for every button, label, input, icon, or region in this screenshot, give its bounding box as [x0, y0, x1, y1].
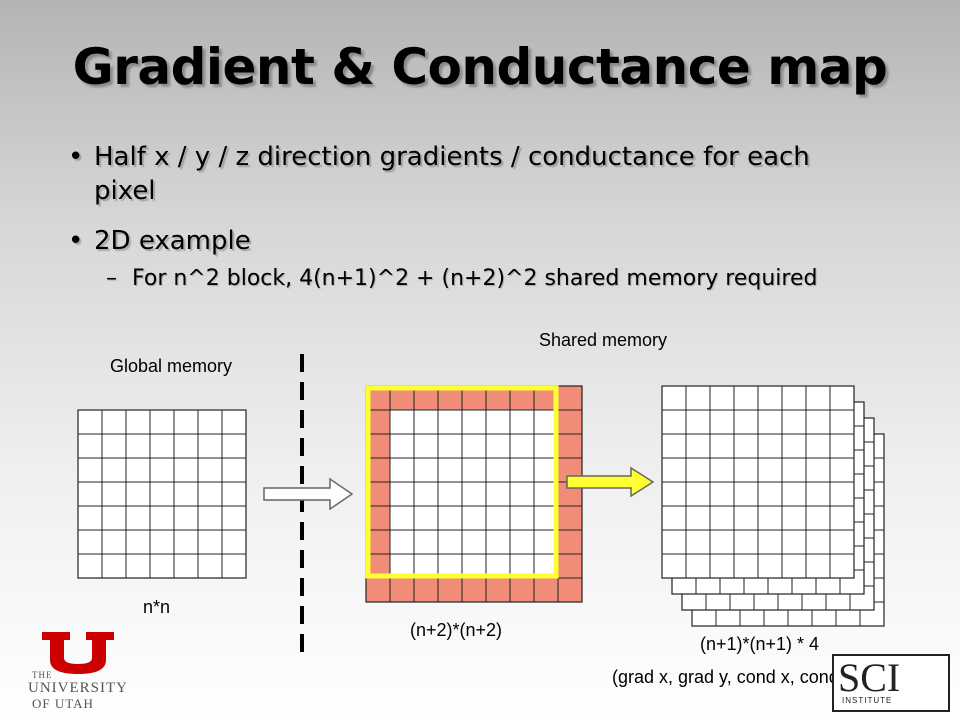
bullet-2-text: 2D example: [94, 226, 251, 256]
bullet-1-line1: Half x / y / z direction gradients / con…: [94, 142, 810, 172]
global-memory-label: Global memory: [110, 356, 233, 376]
nn-cells: [77, 409, 247, 579]
sub-bullet-text: For n^2 block, 4(n+1)^2 + (n+2)^2 shared…: [132, 266, 818, 291]
grid-n1-sublabel: (grad x, grad y, cond x, cond y): [612, 667, 859, 687]
bullet-dot: •: [68, 226, 84, 256]
bullet-1: • Half x / y / z direction gradients / c…: [68, 140, 810, 208]
global-memory-grid: [77, 409, 247, 579]
bullet-1-line2: pixel: [94, 176, 156, 206]
highlight-frame: [365, 385, 559, 579]
sub-bullet: – For n^2 block, 4(n+1)^2 + (n+2)^2 shar…: [106, 265, 818, 293]
arrow-global-to-shared: [263, 477, 354, 511]
grid-nn-label: n*n: [143, 597, 171, 617]
shared-memory-grid: [365, 385, 583, 603]
arrow-shared-to-maps: [566, 466, 655, 498]
logo-line-university: UNIVERSITY: [28, 680, 128, 696]
grid-n1-label: (n+1)*(n+1) * 4: [700, 634, 820, 654]
logo-line-utah: OF UTAH: [32, 696, 94, 711]
map-layer-1: [661, 385, 855, 579]
bullet-dot: •: [68, 142, 84, 172]
grid-n2-label: (n+2)*(n+2): [410, 620, 503, 640]
sci-logo-subtext: INSTITUTE: [842, 696, 893, 705]
white-arrow-icon: [263, 477, 354, 511]
sci-logo-text: SCI: [838, 655, 901, 700]
block-u-mark-icon: [42, 632, 114, 674]
slide-title: Gradient & Conductance map: [72, 38, 888, 96]
grid-background: [77, 409, 247, 579]
yellow-arrow-icon: [566, 466, 655, 498]
sub-bullet-dash: –: [106, 266, 117, 291]
sci-institute-logo: SCI INSTITUTE: [832, 654, 950, 712]
bullet-2: • 2D example: [68, 224, 251, 258]
interior-region: [390, 410, 558, 578]
shared-memory-label: Shared memory: [539, 330, 668, 350]
gradient-conductance-grids: [661, 385, 885, 627]
logo-line-the: THE: [32, 670, 53, 680]
